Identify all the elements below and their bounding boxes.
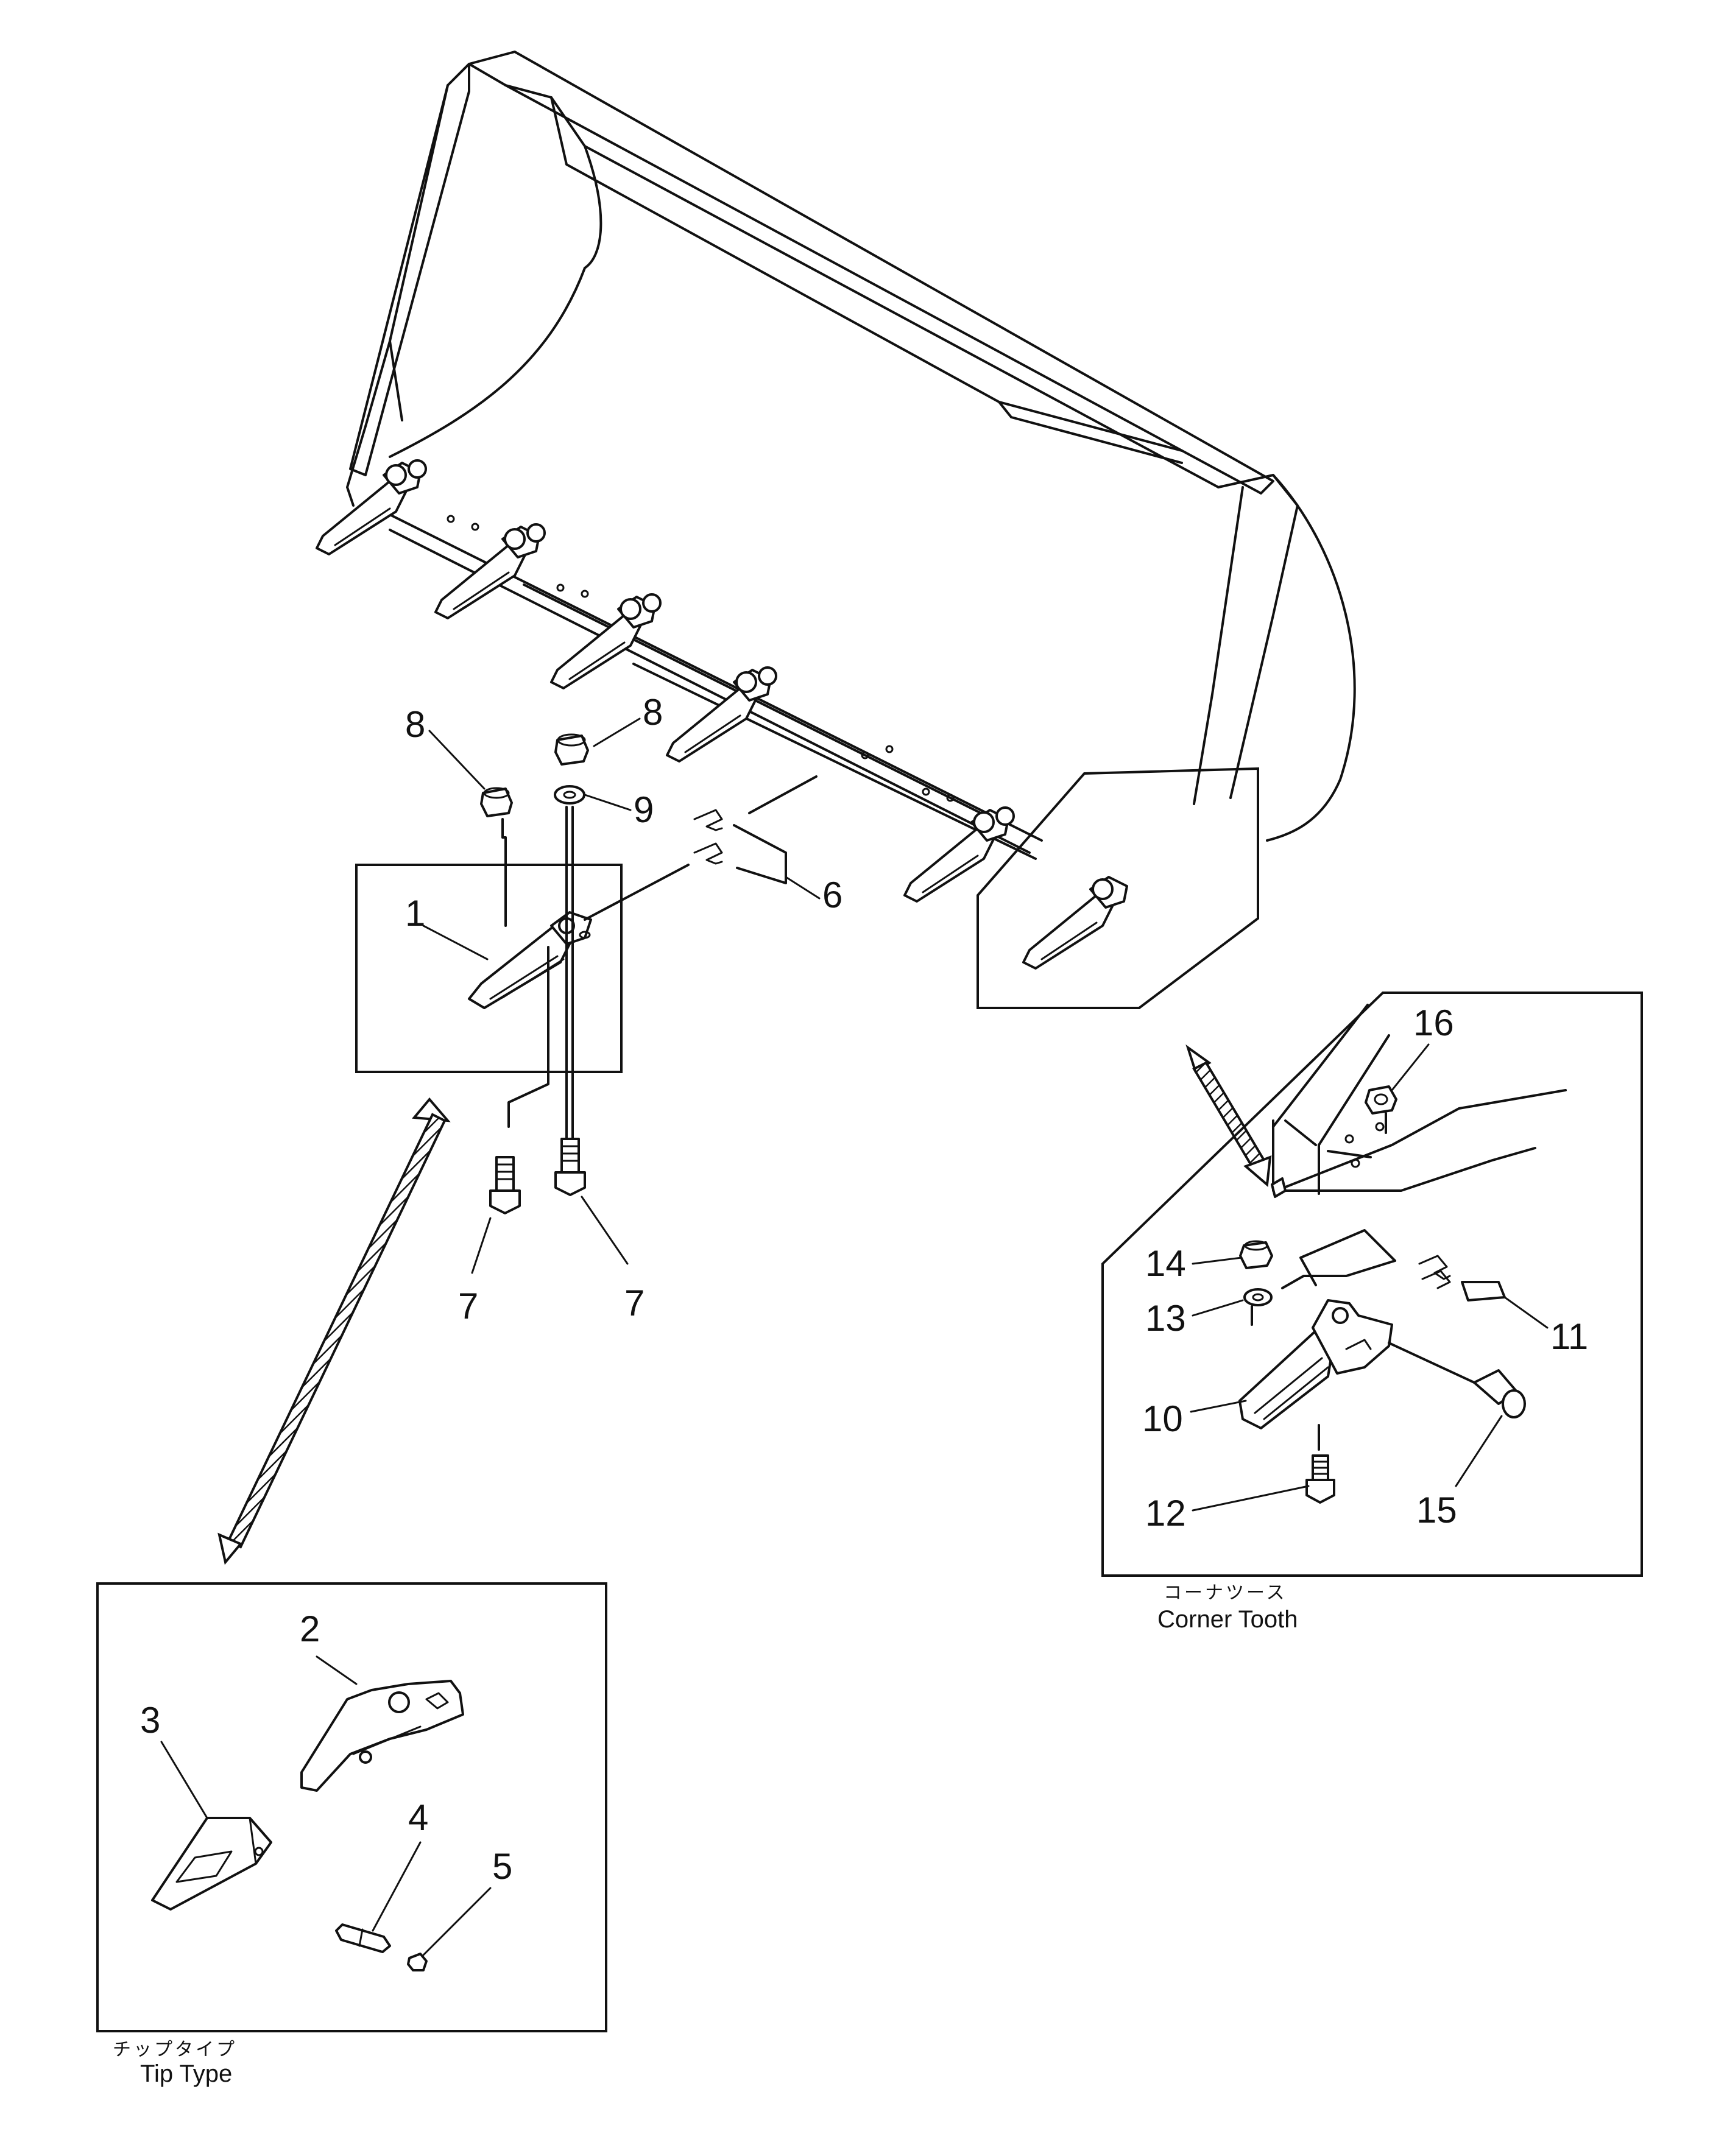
tooth-2: [434, 523, 546, 619]
bolt-7-right: [554, 1138, 586, 1196]
bolt-7-left: [489, 1156, 521, 1214]
corner-tooth-caption-jp: コーナツース: [1164, 1583, 1287, 1603]
clip-6: [693, 809, 787, 884]
callout-5: 5: [492, 1846, 512, 1887]
callout-13: 13: [1145, 1298, 1186, 1339]
callouts-corner: 16 14 13 11 10 15 12: [1142, 1002, 1588, 1534]
callout-2: 2: [300, 1608, 320, 1649]
tooth-6-corner: [1022, 876, 1128, 970]
corner-tooth-box: [1101, 992, 1643, 1577]
callout-7-left: 7: [458, 1286, 478, 1326]
hatched-arrow-corner: [1185, 1044, 1272, 1187]
callout-16: 16: [1413, 1002, 1454, 1043]
tooth-1: [316, 459, 427, 555]
corner-mount-detail: [1271, 1004, 1567, 1198]
callouts-tip: 2 3 4 5: [140, 1608, 512, 1956]
callout-4: 4: [408, 1797, 428, 1838]
tip-type-point-3: [151, 1817, 272, 1911]
corner-tooth-caption-en: Corner Tooth: [1157, 1606, 1298, 1633]
corner-detail-outline: [977, 767, 1259, 1009]
assembly-line-lip: [748, 775, 818, 814]
callout-8-right: 8: [643, 692, 663, 733]
callout-11: 11: [1550, 1316, 1588, 1357]
callout-1: 1: [405, 893, 425, 934]
nut-8-left: [480, 787, 513, 817]
tooth-4: [666, 666, 777, 763]
bucket-teeth: [316, 459, 1128, 970]
tip-type-lock-5: [407, 1953, 428, 1971]
tip-type-box: [96, 1582, 607, 2032]
callout-9: 9: [634, 789, 654, 830]
callout-14: 14: [1145, 1243, 1186, 1284]
tip-type-pin-4: [335, 1923, 391, 1953]
assembly-line-pin: [584, 864, 690, 921]
assembly-line-left-lower: [507, 946, 549, 1128]
callout-8-left: 8: [405, 704, 425, 745]
callout-12: 12: [1145, 1493, 1186, 1534]
tooth-3: [550, 593, 662, 689]
tooth-detail-box: [355, 864, 623, 1073]
callout-6: 6: [822, 875, 842, 915]
bucket: [346, 51, 1356, 860]
hatched-arrow-tip-type: [217, 1097, 451, 1565]
nut-8-right: [554, 733, 589, 766]
callouts-main: 8 8 9 6 1 7 7: [405, 692, 842, 1326]
callout-3: 3: [140, 1700, 160, 1741]
tip-type-caption-jp: チップタイプ: [113, 2040, 237, 2060]
washer-9: [554, 785, 585, 805]
assembly-line-left: [501, 818, 507, 927]
tip-type-adapter-2: [300, 1680, 464, 1792]
tip-type-caption-en: Tip Type: [140, 2060, 232, 2087]
lip-bolt-holes: [447, 515, 955, 802]
callout-7-right: 7: [624, 1283, 645, 1323]
callout-10: 10: [1142, 1398, 1183, 1439]
corner-tooth-assembly: [1238, 1229, 1526, 1504]
callout-15: 15: [1416, 1490, 1457, 1531]
tooth-5: [903, 806, 1015, 903]
